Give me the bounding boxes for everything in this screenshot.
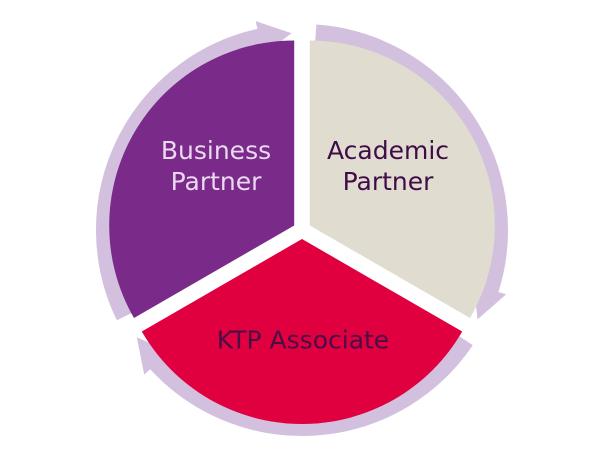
segment-business bbox=[109, 40, 295, 318]
label-ktp-associate: KTP Associate bbox=[217, 325, 389, 356]
ktp-associate-line1: KTP Associate bbox=[216, 325, 390, 355]
segment-academic bbox=[309, 40, 495, 318]
cycle-arrow-body bbox=[315, 24, 508, 294]
academic-partner-line2: Partner bbox=[342, 167, 434, 196]
business-partner-line2: Partner bbox=[170, 167, 262, 196]
pie-segments bbox=[109, 40, 495, 424]
business-partner-line1: Business bbox=[160, 136, 272, 165]
label-business-partner: Business Partner bbox=[161, 135, 271, 197]
label-academic-partner: Academic Partner bbox=[327, 135, 449, 197]
segment-associate bbox=[141, 239, 463, 424]
cycle-arrow-body bbox=[148, 335, 473, 436]
cycle-arrowhead-icon bbox=[136, 337, 170, 375]
cycle-arrow-body bbox=[96, 28, 263, 321]
cycle-arrows bbox=[96, 21, 508, 436]
academic-partner-line1: Academic bbox=[326, 136, 450, 165]
